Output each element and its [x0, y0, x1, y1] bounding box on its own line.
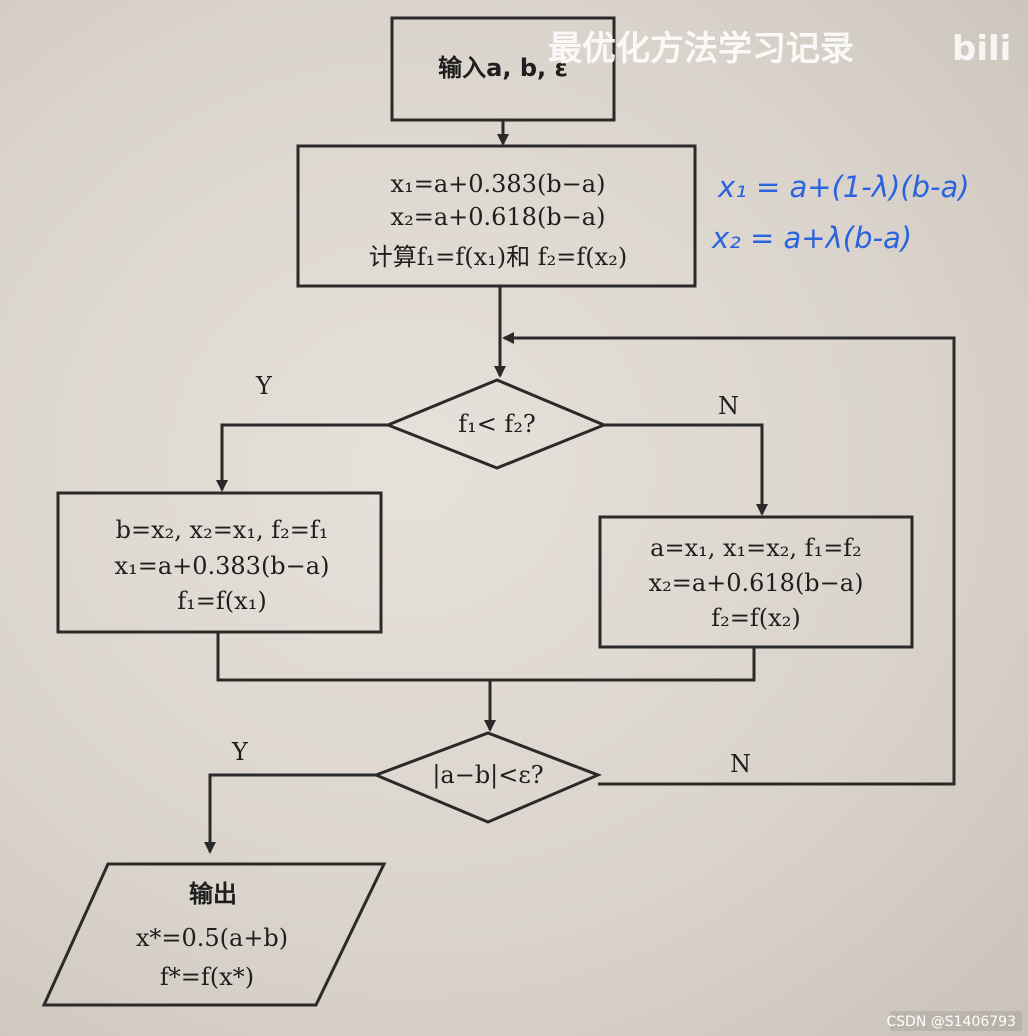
- output-line-2: x*=0.5(a+b): [136, 924, 288, 952]
- decision1-label: f₁< f₂?: [458, 410, 536, 438]
- decision2-yes-label: Y: [231, 738, 249, 766]
- left-line-2: x₁=a+0.383(b−a): [115, 552, 330, 580]
- credit-background: [890, 1011, 1022, 1031]
- output-line-1: 输出: [189, 880, 237, 908]
- init-line-2: x₂=a+0.618(b−a): [391, 203, 606, 231]
- decision1-no-label: N: [718, 392, 739, 420]
- csdn-credit: CSDN @S1406793: [886, 1014, 1016, 1030]
- right-line-3: f₂=f(x₂): [711, 604, 800, 632]
- right-line-1: a=x₁, x₁=x₂, f₁=f₂: [650, 534, 862, 562]
- decision1-yes-label: Y: [255, 372, 273, 400]
- arrow-decision1-yes: [216, 423, 388, 492]
- arrow-decision2-yes: [204, 773, 376, 854]
- right-line-2: x₂=a+0.618(b−a): [649, 569, 864, 597]
- arrow-decision2-no-loop: [502, 332, 956, 786]
- init-line-3: 计算f₁=f(x₁)和 f₂=f(x₂): [369, 243, 627, 271]
- left-line-3: f₁=f(x₁): [177, 587, 266, 615]
- left-line-1: b=x₂, x₂=x₁, f₂=f₁: [116, 516, 329, 544]
- arrow-decision1-no: [604, 423, 768, 516]
- handwritten-x1-formula: x₁ = a+(1-λ)(b-a): [717, 170, 970, 204]
- handwritten-x2-formula: x₂ = a+λ(b-a): [711, 221, 912, 255]
- decision2-no-label: N: [730, 750, 751, 778]
- init-line-1: x₁=a+0.383(b−a): [391, 170, 606, 198]
- bilibili-logo: bili: [952, 29, 1011, 69]
- merge-connector: [216, 632, 756, 682]
- watermark-title: 最优化方法学习记录: [548, 29, 854, 69]
- decision2-label: |a−b|<ε?: [432, 761, 543, 790]
- input-label: 输入a, b, ε: [438, 54, 568, 82]
- init-box: [296, 144, 697, 288]
- decision-convergence: [371, 731, 603, 824]
- output-line-3: f*=f(x*): [160, 963, 254, 991]
- output-box: [41, 862, 387, 1007]
- right-update-box: [598, 515, 914, 649]
